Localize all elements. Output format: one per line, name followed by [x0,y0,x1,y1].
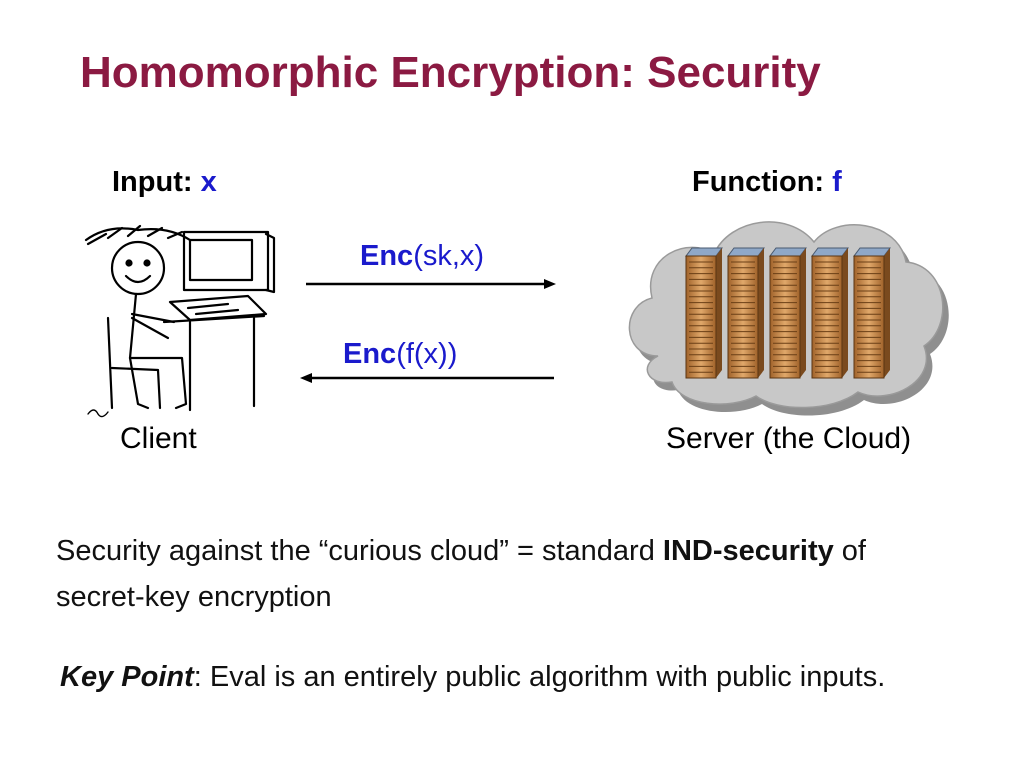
server-rack-icon [727,247,765,379]
enc-sk-x-label: Enc(sk,x) [360,240,484,273]
slide-title: Homomorphic Encryption: Security [80,48,821,97]
arrow-to-client-icon [300,373,554,383]
security-bold-term: IND-security [662,535,834,567]
enc-f-x-label: Enc(f(x)) [343,338,457,371]
server-rack-icon [811,247,849,379]
client-person-at-computer-icon [84,224,276,418]
server-caption: Server (the Cloud) [666,422,912,455]
cloud-servers-icon [628,221,949,416]
security-text-after: of secret-key encryption [56,535,866,613]
server-racks [685,247,891,379]
enc-args: (sk,x) [413,240,485,272]
server-rack-icon [769,247,807,379]
arrow-to-server-icon [306,279,556,289]
function-label: Function: f [692,166,842,199]
server-rack-icon [685,247,723,379]
key-point-label: Key Point [60,661,194,693]
security-text-before: Security against the “curious cloud” = s… [56,535,663,567]
key-point-statement: Key Point: Eval is an entirely public al… [60,654,1000,700]
enc-keyword: Enc [360,240,414,272]
input-prefix: Input: [112,166,193,198]
security-statement: Security against the “curious cloud” = s… [56,528,956,620]
client-caption: Client [120,422,197,455]
message-arrows [300,279,556,383]
key-point-body: : Eval is an entirely public algorithm w… [193,661,886,693]
function-prefix: Function: [692,166,825,198]
function-variable: f [832,166,842,198]
enc-args: (f(x)) [396,338,458,370]
enc-keyword: Enc [343,338,397,370]
input-label: Input: x [112,166,217,199]
input-variable: x [200,166,217,198]
server-rack-icon [853,247,891,379]
